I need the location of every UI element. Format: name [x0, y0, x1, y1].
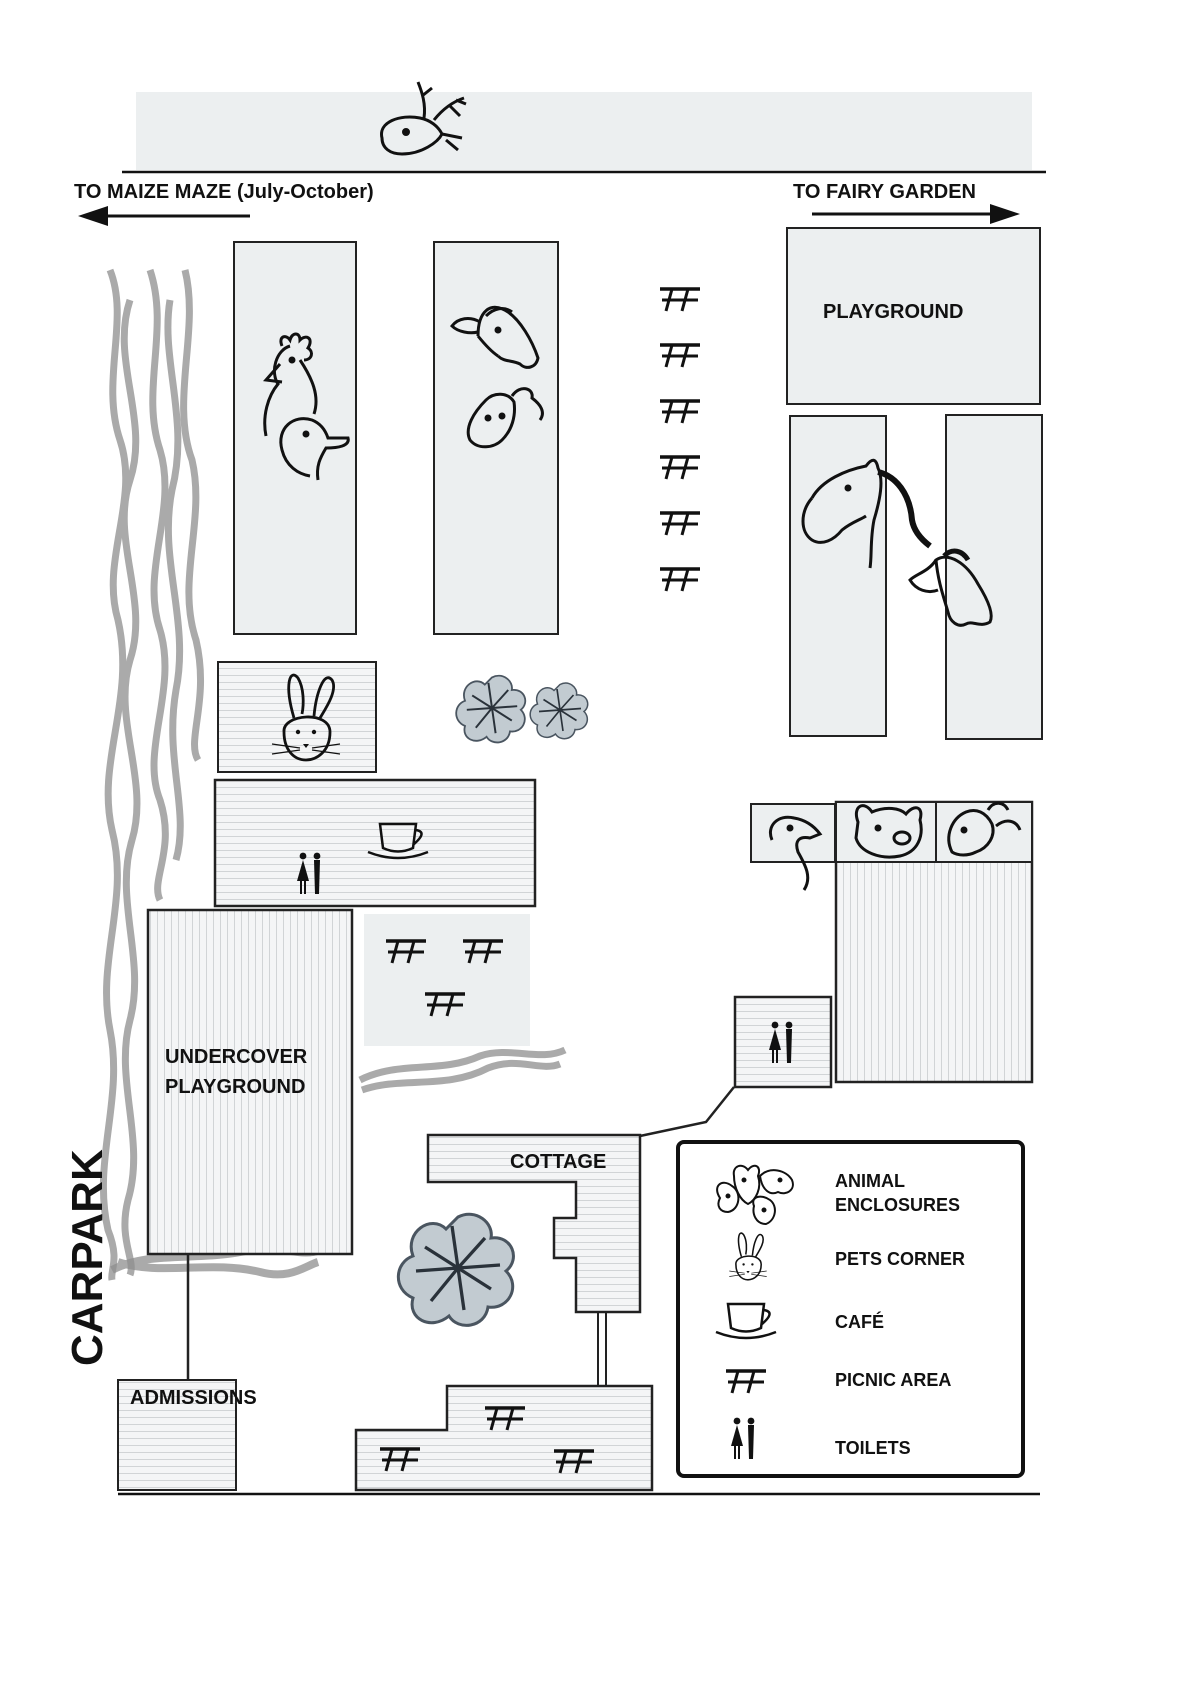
picnic-table-icon — [658, 399, 702, 425]
direction-maize-maze: TO MAIZE MAZE (July-October) — [74, 181, 374, 203]
footpath — [639, 1086, 735, 1138]
paddock-horses-right[interactable] — [945, 414, 1043, 740]
pen-turkey[interactable] — [750, 803, 836, 863]
picnic-table-icon — [658, 511, 702, 537]
cottage-label: COTTAGE — [510, 1151, 606, 1173]
legend-label-toilets: TOILETS — [835, 1438, 911, 1458]
picnic-area-central[interactable] — [364, 914, 530, 1046]
picnic-table-icon — [658, 567, 702, 593]
foal-icon — [908, 548, 993, 627]
carpark-label: CARPARK — [63, 1149, 112, 1366]
sheep-icon — [466, 387, 544, 449]
hedge-band-left — [99, 268, 205, 1281]
undercover-playground-label-2: PLAYGROUND — [165, 1076, 305, 1098]
legend-label-picnic-area: PICNIC AREA — [835, 1370, 951, 1390]
turkey-icon — [769, 815, 823, 891]
chicken-icon — [263, 332, 318, 437]
pig-icon — [854, 804, 923, 859]
toilets-block[interactable] — [733, 995, 833, 1089]
picnic-table-icon — [658, 455, 702, 481]
horse-head-icon — [450, 305, 540, 369]
legend-label-animal-enclosures-2: ENCLOSURES — [835, 1195, 960, 1215]
animal-enclosures-icon — [716, 1164, 794, 1226]
picnic-column — [658, 287, 702, 593]
picnic-area-lower[interactable] — [354, 1384, 654, 1492]
duck-icon — [279, 417, 350, 481]
right-arrow-icon — [812, 204, 1020, 224]
admissions-label: ADMISSIONS — [130, 1387, 257, 1409]
admissions-building[interactable] — [117, 1379, 237, 1491]
legend-label-pets-corner: PETS CORNER — [835, 1249, 965, 1269]
picnic-table-icon — [658, 287, 702, 313]
hedge-band-middle — [358, 1046, 567, 1094]
shrub-icon — [455, 674, 527, 744]
horse-icon — [801, 458, 932, 569]
picnic-table-icon — [658, 343, 702, 369]
playground-label: PLAYGROUND — [823, 301, 963, 323]
legend-label-cafe: CAFÉ — [835, 1311, 884, 1332]
playground[interactable] — [786, 227, 1041, 405]
cottage-building[interactable] — [426, 1133, 642, 1314]
enclosure-goats-cattle[interactable] — [433, 241, 559, 635]
cafe-building[interactable] — [213, 778, 537, 908]
paddock-horses-left[interactable] — [789, 415, 887, 737]
undercover-playground-label-1: UNDERCOVER — [165, 1046, 308, 1068]
legend-box — [676, 1140, 1025, 1478]
shrub-icon — [529, 682, 589, 740]
legend-label-animal-enclosures-1: ANIMAL — [835, 1171, 905, 1191]
deer-icon — [380, 81, 467, 156]
left-arrow-icon — [78, 206, 250, 226]
cottage-path — [597, 1312, 607, 1386]
top-banner — [136, 92, 1032, 170]
direction-fairy-garden: TO FAIRY GARDEN — [793, 181, 976, 203]
undercover-playground[interactable] — [146, 908, 354, 1256]
goat-icon — [947, 801, 1022, 857]
tree-icon — [396, 1212, 516, 1328]
